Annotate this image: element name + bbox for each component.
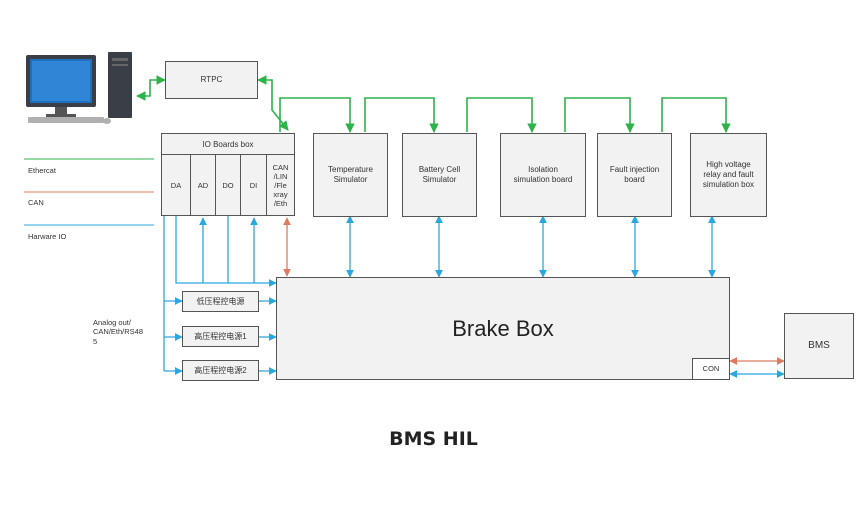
can-links xyxy=(283,217,785,365)
io-channel-ad: AD xyxy=(190,154,216,216)
da-brakebox-link xyxy=(175,216,277,287)
brake-box: Brake Box xyxy=(276,277,730,380)
io-channel-can-lin-flexray-eth: CAN /LIN /Fle xray /Eth xyxy=(266,154,295,216)
low-voltage-power-supply: 低压程控电源 xyxy=(182,291,259,312)
ethercat-links xyxy=(136,75,731,133)
fault-injection-board-box: Fault injection board xyxy=(597,133,672,217)
bms-box: BMS xyxy=(784,313,854,379)
io-channel-di: DI xyxy=(240,154,267,216)
analog-out-note: Analog out/ CAN/Eth/RS48 5 xyxy=(93,318,144,346)
io-channel-da: DA xyxy=(161,154,191,216)
legend xyxy=(24,158,154,226)
io-links xyxy=(163,215,785,378)
high-voltage-power-supply-1: 高压程控电源1 xyxy=(182,326,259,347)
pc-rtpc-link xyxy=(136,75,166,101)
temp-cell-link xyxy=(364,97,439,133)
temperature-simulator-box: Temperature Simulator xyxy=(313,133,388,217)
fault-hv-link xyxy=(661,97,731,133)
battery-cell-simulator-box: Battery Cell Simulator xyxy=(402,133,477,217)
legend-can-label: CAN xyxy=(28,198,44,207)
isolation-simulation-board-box: Isolation simulation board xyxy=(500,133,586,217)
high-voltage-relay-box: High voltage relay and fault simulation … xyxy=(690,133,767,217)
io-boards-box-header: IO Boards box xyxy=(161,133,295,155)
rtpc-io-link xyxy=(257,75,289,131)
io-temp-link xyxy=(279,97,355,133)
io-channel-do: DO xyxy=(215,154,241,216)
high-voltage-power-supply-2: 高压程控电源2 xyxy=(182,360,259,381)
cell-iso-link xyxy=(466,97,537,133)
legend-ethercat-label: Ethercat xyxy=(28,166,56,175)
computer-icon xyxy=(26,52,132,124)
con-connector: CON xyxy=(692,358,730,380)
rtpc-box: RTPC xyxy=(165,61,258,99)
diagram-caption: BMS HIL xyxy=(389,428,478,450)
legend-io-label: Harware IO xyxy=(28,232,67,241)
iso-fault-link xyxy=(564,97,635,133)
